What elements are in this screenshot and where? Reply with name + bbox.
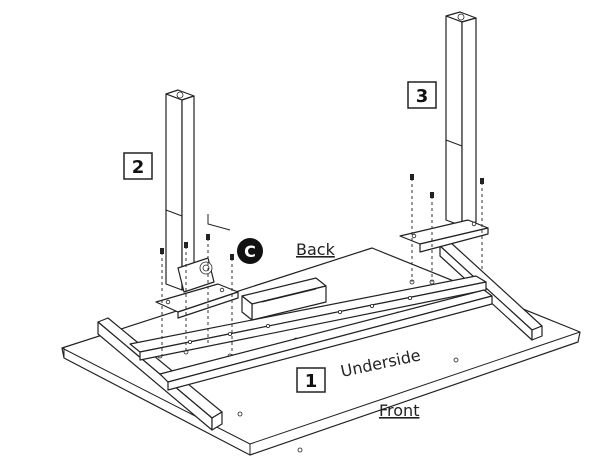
control-box (241, 277, 327, 321)
callout-c: C (237, 238, 263, 264)
leg-3 (399, 11, 489, 253)
callout-c-text: C (244, 242, 256, 261)
frame-cross-beams (129, 275, 493, 391)
hex-key (207, 214, 231, 231)
back-label: Back (296, 240, 336, 259)
leg-2 (155, 89, 239, 319)
callout-3-text: 3 (416, 86, 429, 107)
callout-3: 3 (407, 81, 437, 109)
callout-1-text: 1 (305, 371, 318, 392)
callout-1: 1 (296, 367, 326, 393)
front-label: Front (379, 401, 419, 420)
callout-2-text: 2 (132, 157, 145, 178)
screws (160, 174, 484, 356)
callout-2: 2 (123, 152, 153, 180)
